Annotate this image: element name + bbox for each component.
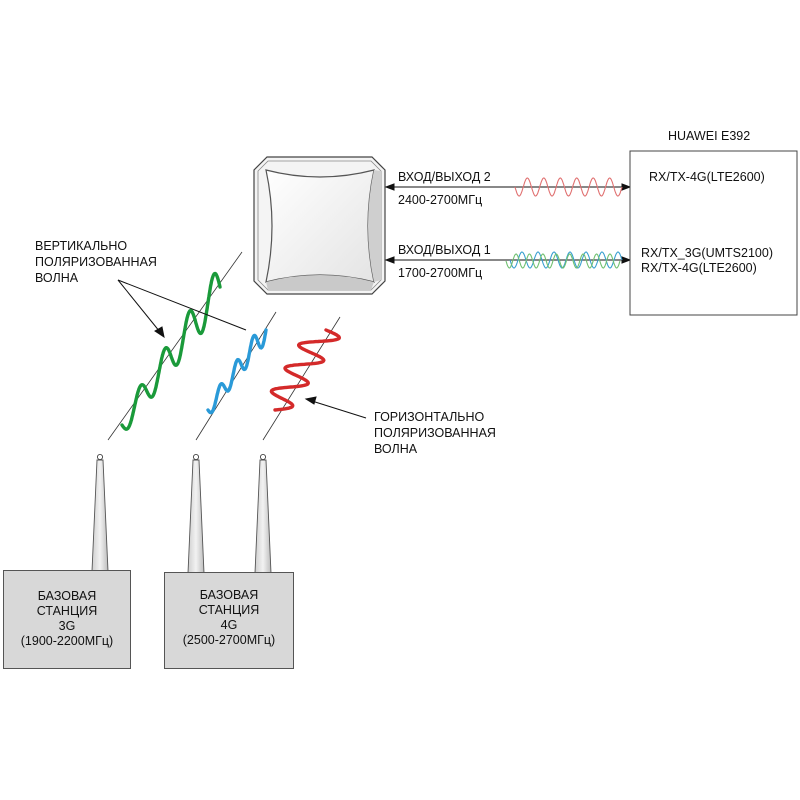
station-4g-line3: 4G (220, 618, 238, 632)
antenna-mast-4g-right (254, 453, 272, 574)
modem-box (629, 150, 798, 316)
modem-channel-3g: RX/TX_3G(UMTS2100) (641, 246, 773, 260)
horizontal-wave-label-line2: ПОЛЯРИЗОВАННАЯ (374, 426, 496, 440)
port1-signal-wave-3g (509, 251, 623, 269)
base-station-3g: БАЗОВАЯ СТАНЦИЯ 3G (1900-2200МГц) (3, 570, 131, 669)
port1-label: ВХОД/ВЫХОД 1 (398, 243, 491, 257)
horizontal-wave-label-line1: ГОРИЗОНТАЛЬНО (374, 410, 485, 424)
blue-wave-axis (195, 311, 277, 441)
vertical-wave-pointer (117, 279, 247, 339)
antenna-mast-4g-left (187, 453, 205, 574)
modem-title: HUAWEI E392 (668, 129, 750, 143)
port1-signal-wave-4g (505, 253, 621, 269)
vertical-wave-label-line2: ПОЛЯРИЗОВАННАЯ (35, 255, 157, 269)
vertical-polarized-wave-blue (206, 328, 268, 415)
horizontal-wave-label-line3: ВОЛНА (374, 442, 418, 456)
port2-signal-wave (514, 177, 623, 197)
modem-channel-4g-second: RX/TX-4G(LTE2600) (641, 261, 757, 275)
station-4g-line1: БАЗОВАЯ (199, 588, 259, 602)
port1-connection-arrow (384, 256, 632, 264)
station-3g-line2: СТАНЦИЯ (36, 604, 98, 618)
panel-antenna-icon (253, 156, 386, 295)
base-station-4g: БАЗОВАЯ СТАНЦИЯ 4G (2500-2700МГц) (164, 572, 294, 669)
horizontal-wave-pointer (304, 396, 367, 419)
vertical-wave-label-line1: ВЕРТИКАЛЬНО (35, 239, 127, 253)
station-4g-line4: (2500-2700МГц) (182, 633, 276, 647)
antenna-mast-3g (91, 453, 109, 572)
horizontal-polarized-wave-red (269, 328, 342, 412)
port2-connection-arrow (384, 183, 632, 191)
vertical-polarized-wave-green (120, 271, 222, 431)
green-wave-axis (107, 251, 243, 441)
port2-range: 2400-2700МГц (398, 193, 482, 207)
station-3g-line1: БАЗОВАЯ (37, 589, 97, 603)
modem-channel-4g: RX/TX-4G(LTE2600) (649, 170, 765, 184)
station-3g-line3: 3G (58, 619, 76, 633)
port1-range: 1700-2700МГц (398, 266, 482, 280)
station-4g-line2: СТАНЦИЯ (198, 603, 260, 617)
station-3g-line4: (1900-2200МГц) (20, 634, 114, 648)
vertical-wave-label-line3: ВОЛНА (35, 271, 79, 285)
port2-label: ВХОД/ВЫХОД 2 (398, 170, 491, 184)
